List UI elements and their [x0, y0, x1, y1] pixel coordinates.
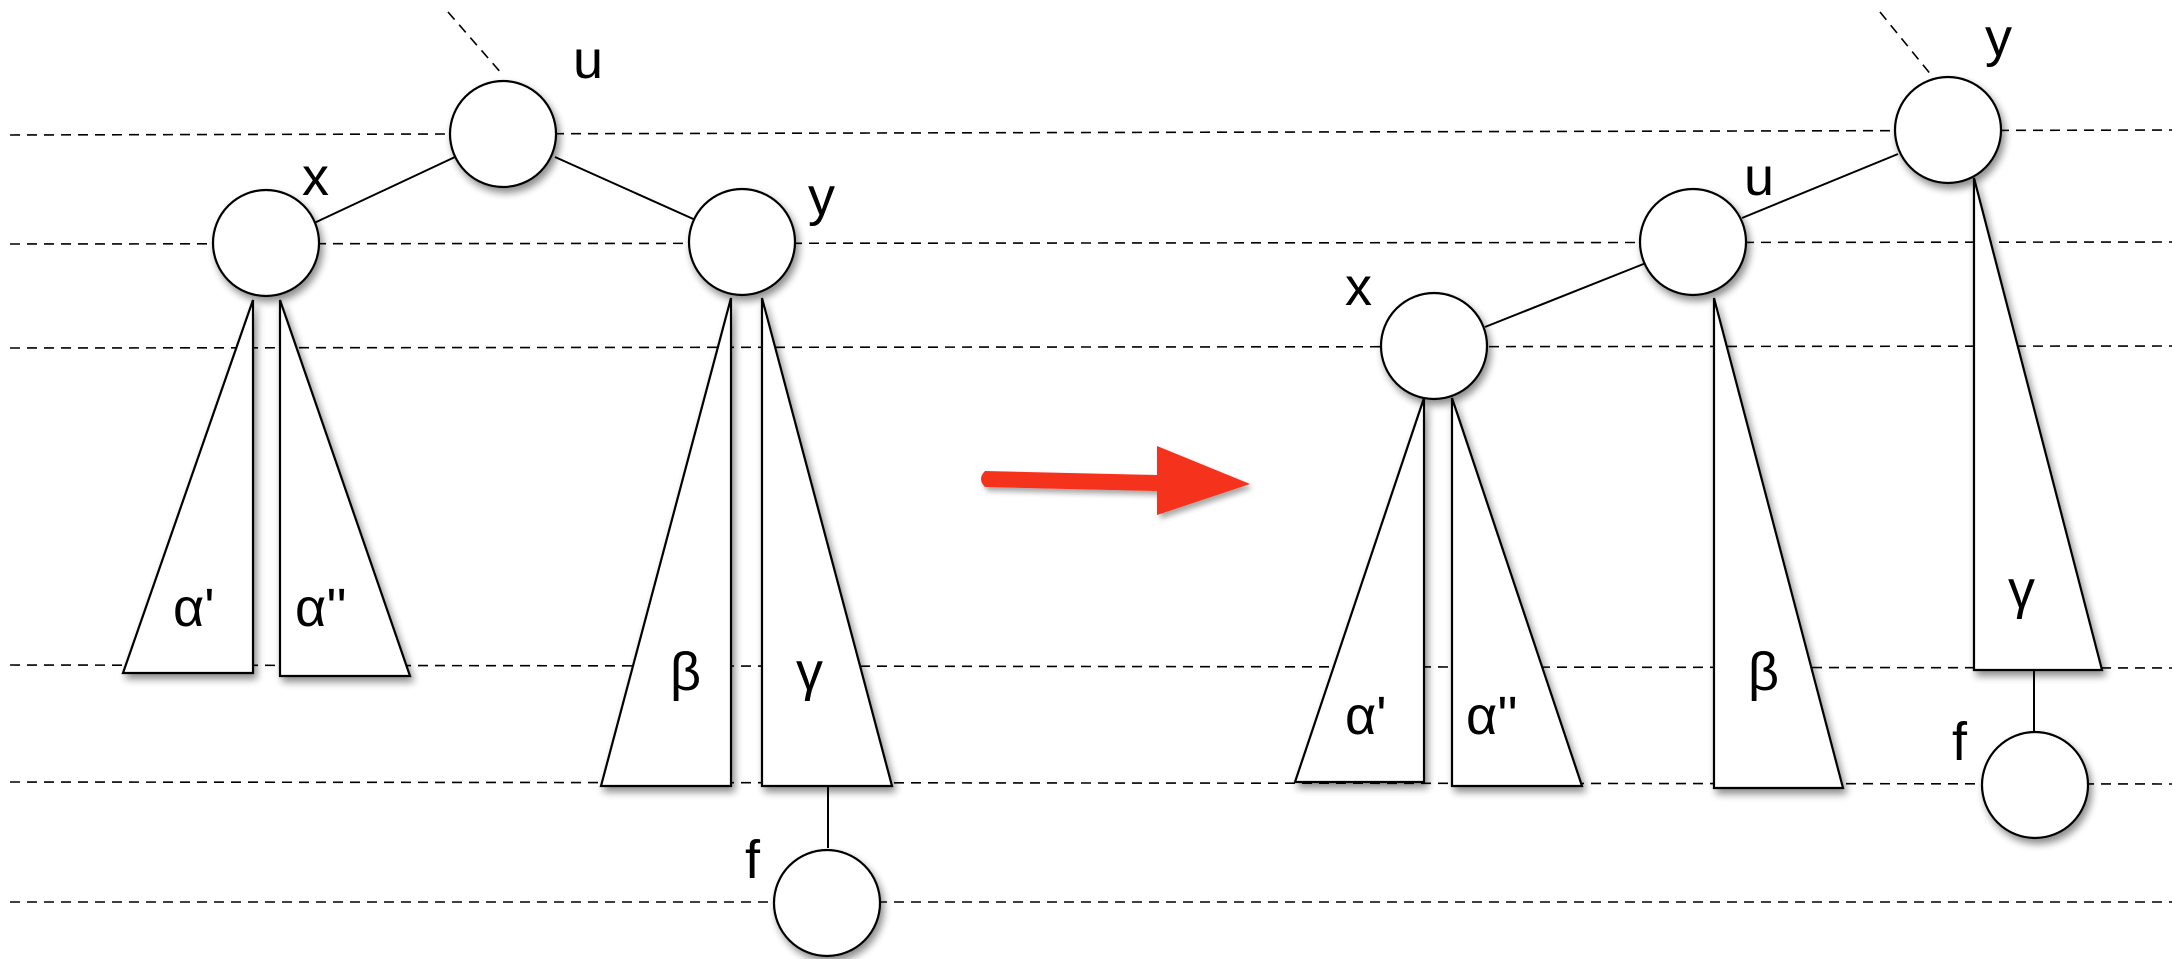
node-u — [448, 79, 558, 189]
edge-u-x-after — [1484, 262, 1647, 328]
label-x-after: x — [1345, 257, 1372, 317]
label-alpha-double-prime: α'' — [295, 578, 347, 638]
parent-edge-y — [1879, 11, 1933, 77]
subtree-alpha-prime — [121, 299, 255, 675]
subtree-beta — [599, 297, 733, 788]
label-gamma: γ — [796, 642, 823, 702]
subtree-beta-after — [1712, 297, 1845, 790]
label-f: f — [745, 830, 761, 890]
node-y-after — [1893, 75, 2003, 185]
label-u: u — [573, 30, 603, 90]
transform-arrow — [981, 446, 1250, 515]
arrow-shape — [981, 446, 1250, 515]
label-beta-after: β — [1748, 642, 1779, 702]
node-f — [772, 848, 882, 958]
subtree-alpha-double-prime-after — [1450, 397, 1584, 788]
subtree-alpha-double-prime — [278, 299, 412, 678]
edge-y-u — [1741, 153, 1899, 219]
edge-u-x — [311, 156, 456, 225]
node-y — [687, 187, 797, 297]
label-alpha-prime-after: α' — [1345, 686, 1387, 746]
subtree-gamma-after — [1972, 177, 2104, 672]
edge-u-y — [554, 156, 701, 223]
subtree-gamma — [760, 297, 894, 788]
label-gamma-after: γ — [2008, 560, 2035, 620]
label-y: y — [808, 167, 835, 227]
label-alpha-double-prime-after: α'' — [1466, 686, 1518, 746]
node-x — [211, 188, 321, 298]
label-u-after: u — [1744, 147, 1774, 207]
subtree-alpha-prime-after — [1293, 397, 1426, 784]
label-x: x — [302, 147, 329, 207]
level-line-5 — [9, 781, 2172, 785]
label-alpha-prime: α' — [173, 578, 215, 638]
level-line-2 — [9, 241, 2172, 245]
level-line-3 — [9, 345, 2172, 349]
node-f-after — [1980, 730, 2090, 840]
tree-before: u x y f α' α'' β γ — [121, 11, 894, 958]
tree-after: y u x f α' α'' β γ — [1293, 8, 2104, 840]
level-line-1 — [9, 129, 2172, 136]
label-beta: β — [670, 642, 701, 702]
label-y-after: y — [1985, 8, 2012, 68]
node-x-after — [1379, 291, 1489, 401]
node-u-after — [1638, 187, 1748, 297]
label-f-after: f — [1952, 712, 1968, 772]
parent-edge-u — [447, 11, 503, 75]
